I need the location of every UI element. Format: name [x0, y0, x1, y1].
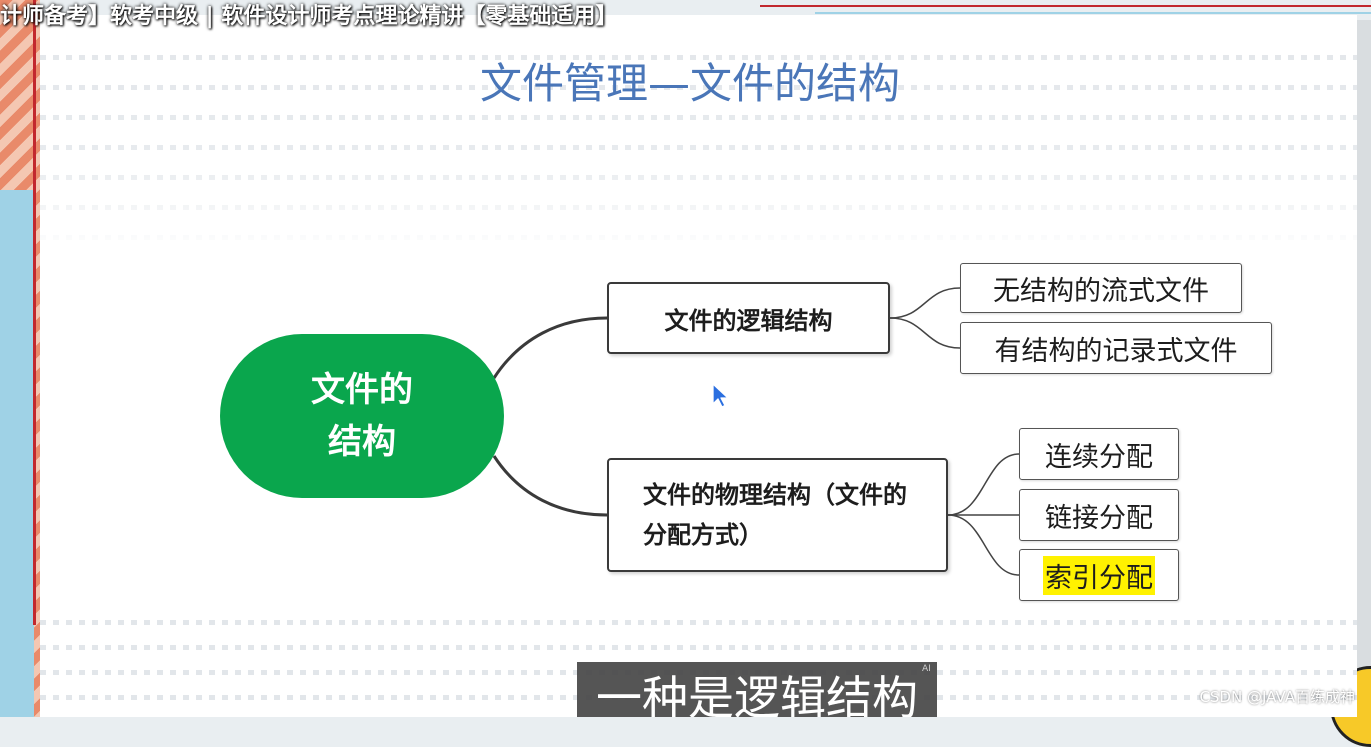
leaf-label: 连续分配 — [1045, 441, 1153, 473]
mindmap-root-label: 文件的结构 — [311, 370, 413, 462]
mindmap-connectors — [492, 287, 1020, 576]
connector-physical-to-leaf3 — [947, 453, 1020, 516]
video-subtitle: 一种是逻辑结构 — [577, 662, 937, 717]
connector-logical-to-leaf1 — [889, 287, 961, 319]
connector-physical-to-leaf5 — [947, 514, 1020, 576]
subtitle-ai-mark: AI — [922, 664, 931, 674]
node-label: 文件的逻辑结构 — [664, 306, 833, 335]
leaf-label: 无结构的流式文件 — [993, 275, 1209, 307]
background-left-panel — [0, 190, 34, 717]
mindmap-node-physical-structure: 文件的物理结构（文件的分配方式） — [607, 458, 948, 572]
video-title: 计师备考】软考中级 | 软件设计师考点理论精讲【零基础适用】 — [0, 4, 618, 29]
mindmap-leaf-unstructured-stream-file: 无结构的流式文件 — [960, 263, 1242, 313]
left-accent-line — [33, 0, 36, 625]
connector-root-to-physical — [492, 455, 608, 517]
mindmap-leaf-structured-record-file: 有结构的记录式文件 — [960, 322, 1272, 374]
mindmap-leaf-indexed-allocation: 索引分配 — [1019, 549, 1179, 601]
slide-dot-pattern — [40, 645, 1357, 650]
top-accent-line — [760, 5, 1371, 7]
slide-pattern-fade — [40, 15, 1357, 255]
slide-dot-pattern — [40, 620, 1357, 625]
source-watermark: CSDN @JAVA百练成神 — [1199, 688, 1355, 706]
node-label: 文件的物理结构（文件的分配方式） — [643, 481, 907, 549]
slide-title: 文件管理—文件的结构 — [479, 59, 900, 108]
mindmap-node-logical-structure: 文件的逻辑结构 — [607, 282, 890, 354]
connector-logical-to-leaf2 — [889, 317, 961, 349]
top-accent-line-secondary — [815, 12, 1371, 14]
connector-root-to-logical — [492, 316, 608, 379]
mouse-pointer-icon — [712, 383, 729, 408]
background-right-panel — [1357, 20, 1371, 717]
leaf-label: 有结构的记录式文件 — [994, 335, 1238, 367]
mindmap-leaf-linked-allocation: 链接分配 — [1019, 489, 1179, 541]
mindmap-root-node: 文件的结构 — [220, 334, 504, 498]
leaf-label: 链接分配 — [1045, 502, 1153, 534]
mindmap-leaf-contiguous-allocation: 连续分配 — [1019, 428, 1179, 480]
highlighted-leaf-label: 索引分配 — [1043, 555, 1155, 595]
